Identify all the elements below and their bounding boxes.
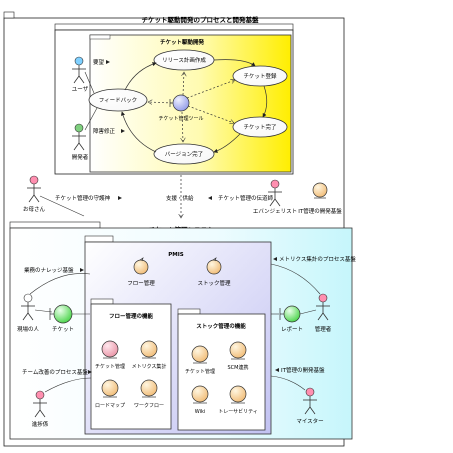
assoc-bugfix-label: 障害修正 bbox=[93, 127, 116, 135]
flow-item-label: チケット管理 bbox=[95, 363, 125, 370]
actor-master-label: マイスター bbox=[296, 417, 323, 425]
inner-package-title: チケット駆動開発 bbox=[160, 38, 205, 46]
actor-master bbox=[303, 387, 317, 415]
it-base-label: IT管理の開発基盤 bbox=[298, 207, 342, 215]
flow-functions-title: フロー管理の機能 bbox=[109, 312, 154, 320]
actor-okasan-label: お母さん bbox=[23, 206, 46, 213]
bugfix-arrow-icon bbox=[121, 129, 125, 133]
maintainer-label: チケット管理の守護神 bbox=[55, 194, 111, 202]
usecase-feedback bbox=[88, 88, 148, 112]
top-package-title: チケット駆動開発のプロセスと開発基盤 bbox=[142, 15, 260, 24]
evangelist-arrow-icon bbox=[208, 196, 212, 200]
support-label: 支援・供給 bbox=[166, 194, 194, 202]
actor-developer bbox=[72, 123, 86, 151]
top-flow-arrows bbox=[120, 59, 268, 153]
report-label: レポート bbox=[281, 326, 303, 333]
stock-functions-title: ストック管理の機能 bbox=[196, 322, 246, 330]
stock-item-label: SCM連携 bbox=[228, 364, 249, 371]
ticket-mgmt-entity-icon bbox=[101, 340, 119, 358]
usecase-ticket-done-label: チケット完了 bbox=[243, 123, 276, 131]
team-process-label: チーム改善のプロセス基盤 bbox=[22, 368, 88, 376]
actor-developer-label: 開発者 bbox=[72, 153, 89, 161]
evangelist-assoc-label: チケット管理の伝道師 bbox=[218, 194, 274, 202]
report-boundary-icon bbox=[283, 305, 301, 323]
wiki-entity-icon bbox=[191, 385, 209, 403]
stock-item-label: トレーサビリティ bbox=[218, 408, 258, 415]
usecase-ticket-done bbox=[232, 116, 288, 138]
actor-evangelist bbox=[268, 179, 282, 207]
actor-field-person bbox=[21, 293, 35, 321]
stock-item-label: Wiki bbox=[195, 409, 206, 415]
stock-control-icon bbox=[206, 259, 222, 275]
usecase-version-done-label: バージョン完了 bbox=[165, 150, 203, 158]
metrics-arrow-icon bbox=[273, 257, 277, 261]
it-base-entity-icon bbox=[312, 182, 328, 198]
flow-mgmt-label: フロー管理 bbox=[127, 279, 155, 287]
actor-field-label: 現場の人 bbox=[17, 325, 40, 333]
pmis-title: PMIS bbox=[168, 252, 184, 258]
flow-item-label: ロードマップ bbox=[95, 403, 125, 409]
flow-functions-package: フロー管理の機能 bbox=[90, 298, 172, 430]
actor-user-label: ユーザ bbox=[72, 86, 89, 93]
actor-manager-label: 管理者 bbox=[315, 325, 332, 333]
maintainer-arrow-icon bbox=[118, 196, 122, 200]
knowledge-base-label: 業務のナレッジ基盤 bbox=[24, 266, 74, 274]
request-arrow-icon bbox=[106, 60, 110, 64]
it-process-label: IT管理の開発基盤 bbox=[281, 366, 325, 374]
stock-functions-package: ストック管理の機能 bbox=[177, 308, 266, 431]
ticket-label: チケット bbox=[52, 326, 74, 333]
knowledge-arrow-icon bbox=[80, 268, 84, 272]
usecase-ticket-register-label: チケット登録 bbox=[243, 72, 277, 80]
team-arrow-icon bbox=[88, 370, 92, 374]
roadmap-entity-icon bbox=[101, 379, 119, 397]
stock-item-label: チケット管理 bbox=[185, 368, 215, 375]
usecase-feedback-label: フィードバック bbox=[99, 97, 137, 104]
trace-entity-icon bbox=[229, 385, 247, 403]
usecase-ticket-register bbox=[232, 65, 288, 87]
ticket-tool-label: チケット管理ツール bbox=[158, 115, 203, 122]
metrics-process-label: メトリクス集計のプロセス基盤 bbox=[279, 255, 356, 263]
flow-item-label: メトリクス集計 bbox=[132, 363, 167, 370]
assoc-request-label: 要望 bbox=[93, 58, 105, 66]
actor-planner bbox=[33, 390, 47, 418]
ticket-tool-icon bbox=[172, 94, 190, 112]
actor-okasan bbox=[27, 175, 41, 203]
actor-user bbox=[72, 56, 86, 84]
stock-mgmt-label: ストック管理 bbox=[197, 279, 231, 287]
stock-ticket-entity-icon bbox=[191, 345, 209, 363]
actor-planner-label: 進捗係 bbox=[32, 420, 49, 428]
flow-control-icon bbox=[133, 259, 149, 275]
scm-entity-icon bbox=[229, 341, 247, 359]
usecase-version-done bbox=[153, 143, 215, 165]
workflow-entity-icon bbox=[140, 379, 158, 397]
it-arrow-icon bbox=[275, 368, 279, 372]
usecase-release-plan-label: リリース計画作成 bbox=[162, 56, 206, 64]
metrics-entity-icon bbox=[140, 340, 158, 358]
actor-manager bbox=[316, 293, 330, 321]
ticket-boundary-icon bbox=[53, 304, 73, 324]
actor-evangelist-label: エバンジェリスト bbox=[253, 208, 297, 215]
flow-item-label: ワークフロー bbox=[134, 403, 164, 409]
